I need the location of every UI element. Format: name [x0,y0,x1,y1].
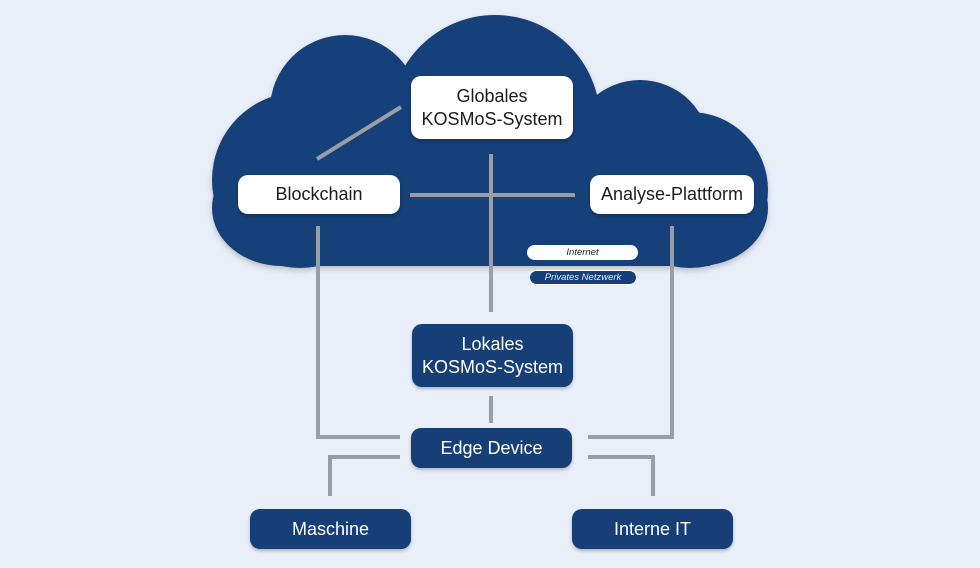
legend-internet: Internet [527,245,638,260]
local-kosmos-system-node[interactable]: Lokales KOSMoS-System [412,324,573,387]
connector-analytics-edge [588,226,674,439]
connector-global-blockchain [315,105,403,161]
legend-internet-label: Internet [566,247,599,258]
internal-it-label: Interne IT [613,518,692,539]
legend-private-network: Privates Netzwerk [529,270,637,285]
machine-label: Maschine [291,518,370,539]
global-kosmos-system-node[interactable]: Globales KOSMoS-System [411,76,573,139]
connector-edge-machine [328,455,400,496]
legend-private-network-label: Privates Netzwerk [544,272,622,283]
edge-device-label: Edge Device [440,437,543,458]
global-kosmos-system-label: Globales KOSMoS-System [421,86,563,129]
blockchain-node[interactable]: Blockchain [238,175,400,214]
analytics-platform-label: Analyse-Plattform [600,184,744,205]
internal-it-node[interactable]: Interne IT [572,509,733,549]
connector-edge-internal-it [588,455,655,496]
edge-device-node[interactable]: Edge Device [411,428,572,468]
blockchain-label: Blockchain [275,184,363,205]
analytics-platform-node[interactable]: Analyse-Plattform [590,175,754,214]
machine-node[interactable]: Maschine [250,509,411,549]
local-kosmos-system-label: Lokales KOSMoS-System [421,334,564,377]
connector-blockchain-edge [316,226,400,439]
